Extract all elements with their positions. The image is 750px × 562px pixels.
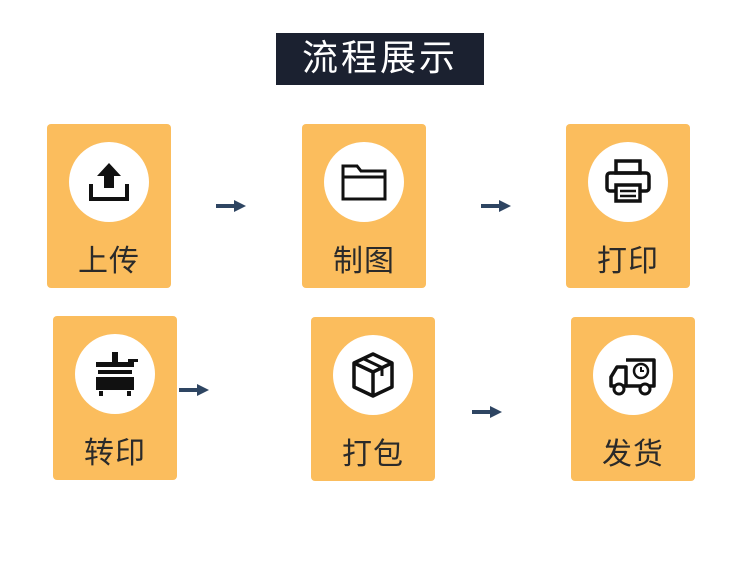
flow-arrow xyxy=(481,199,511,213)
step-label: 打包 xyxy=(342,437,404,472)
step-label: 打印 xyxy=(597,244,659,279)
icon-circle xyxy=(593,335,673,415)
page-title: 流程展示 xyxy=(276,33,484,85)
press-machine-icon xyxy=(96,352,138,396)
folder-icon xyxy=(341,164,387,201)
icon-circle xyxy=(69,142,149,222)
step-card-print: 打印 xyxy=(566,124,690,288)
step-card-ship: 发货 xyxy=(571,317,695,481)
upload-icon xyxy=(89,163,129,201)
flow-arrow xyxy=(472,405,502,419)
icon-circle xyxy=(588,142,668,222)
step-card-design: 制图 xyxy=(302,124,426,288)
step-label: 发货 xyxy=(602,437,664,472)
flow-arrow xyxy=(179,383,209,397)
icon-circle xyxy=(324,142,404,222)
step-card-transfer: 转印 xyxy=(53,316,177,480)
step-card-upload: 上传 xyxy=(47,124,171,288)
delivery-truck-icon xyxy=(609,358,656,396)
flow-arrow xyxy=(216,199,246,213)
icon-circle xyxy=(333,335,413,415)
printer-icon xyxy=(605,159,651,203)
step-label: 制图 xyxy=(333,244,395,279)
step-card-pack: 打包 xyxy=(311,317,435,481)
icon-circle xyxy=(75,334,155,414)
package-icon xyxy=(352,352,394,398)
step-label: 上传 xyxy=(78,244,140,279)
step-label: 转印 xyxy=(84,436,146,471)
